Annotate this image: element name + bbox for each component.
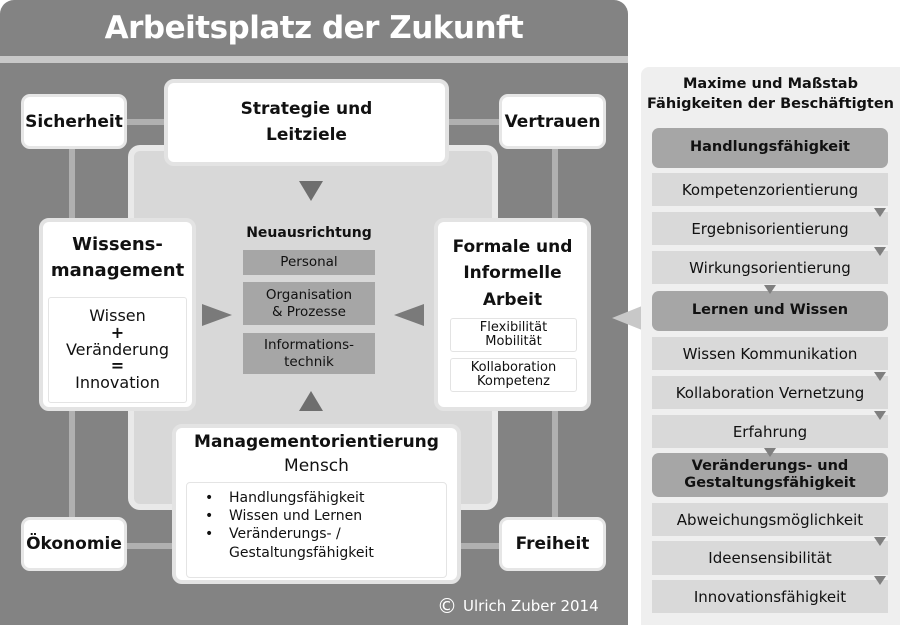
value-vertrauen: Vertrauen	[499, 94, 606, 149]
center-heading: Neuausrichtung	[246, 225, 372, 241]
formal-box-line: Mobilität	[485, 334, 542, 349]
strategy-box: Strategie und Leitziele	[164, 79, 449, 166]
formula-plus: +	[110, 322, 125, 342]
down-arrow-icon	[764, 448, 776, 457]
formula-innovation: Innovation	[75, 373, 160, 393]
list-item: Wirkungsorientierung	[652, 251, 888, 284]
right-panel-title: Maxime und Maßstab Fähigkeiten der Besch…	[641, 74, 900, 115]
management-heading: Managementorientierung	[194, 432, 439, 452]
down-arrow-icon	[764, 285, 776, 294]
wissen-formula: Wissen + Veränderung = Innovation	[48, 297, 187, 403]
strategy-line1: Strategie und	[240, 99, 373, 119]
wissen-heading-2: management	[50, 260, 185, 282]
formal-box-flexibilitaet: Flexibilität Mobilität	[450, 318, 577, 352]
wissensmanagement-box: Wissens- management Wissen + Veränderung…	[39, 218, 196, 411]
value-oekonomie: Ökonomie	[21, 517, 127, 571]
formal-box-kollaboration: Kollaboration Kompetenz	[450, 358, 577, 392]
list-item: Wissen Kommunikation	[652, 337, 888, 370]
strategy-line2: Leitziele	[266, 124, 347, 145]
page-title: Arbeitsplatz der Zukunft	[104, 10, 524, 46]
formal-heading-3: Arbeit	[482, 289, 543, 310]
right-title-line2: Fähigkeiten der Beschäftigten	[646, 96, 895, 113]
management-list: Handlungsfähigkeit Wissen und Lernen Ver…	[186, 482, 447, 578]
formale-arbeit-box: Formale und Informelle Arbeit Flexibilit…	[434, 218, 591, 411]
arrow-left-icon	[394, 304, 424, 326]
value-sicherheit: Sicherheit	[21, 94, 127, 149]
copyright-text: Ulrich Zuber 2014	[463, 597, 599, 615]
list-item: Kompetenzorientierung	[652, 173, 888, 206]
arrow-down-icon	[299, 181, 323, 201]
bullet-item: Veränderungs- /	[187, 525, 446, 543]
down-arrow-icon	[874, 208, 886, 217]
group-header-handlung: Handlungsfähigkeit	[652, 128, 888, 168]
bullet-item: Handlungsfähigkeit	[187, 489, 446, 507]
list-item: Ergebnisorientierung	[652, 212, 888, 245]
formal-box-line: Flexibilität	[479, 320, 548, 336]
management-box: Managementorientierung Mensch Handlungsf…	[172, 424, 461, 584]
center-item-organisation: Organisation & Prozesse	[243, 282, 375, 325]
divider	[0, 56, 628, 63]
formula-veraenderung: Veränderung	[65, 339, 170, 359]
down-arrow-icon	[874, 247, 886, 256]
formula-wissen: Wissen	[89, 306, 146, 325]
list-item: Kollaboration Vernetzung	[652, 376, 888, 409]
arrow-right-icon	[202, 304, 232, 326]
formal-heading-2: Informelle	[463, 263, 562, 284]
wissen-heading-1: Wissens-	[72, 234, 163, 255]
center-item-informationstechnik: Informations- technik	[243, 333, 375, 374]
center-item-personal: Personal	[243, 250, 375, 275]
down-arrow-icon	[874, 537, 886, 546]
group-header-veraenderung: Veränderungs- und Gestaltungsfähigkeit	[652, 453, 888, 497]
management-sub: Mensch	[284, 455, 349, 476]
value-freiheit: Freiheit	[499, 517, 606, 571]
list-item: Ideensensibilität	[652, 541, 888, 575]
panel-pointer-icon	[612, 306, 642, 330]
list-item: Abweichungsmöglichkeit	[652, 503, 888, 536]
formal-box-line: Kompetenz	[477, 374, 550, 389]
bullet-item: Wissen und Lernen	[187, 507, 446, 525]
copyright-icon: ©	[437, 594, 457, 618]
down-arrow-icon	[874, 372, 886, 381]
list-item: Innovationsfähigkeit	[652, 580, 888, 613]
right-title-line1: Maxime und Maßstab	[683, 76, 858, 92]
bullet-item-continuation: Gestaltungsfähigkeit	[229, 544, 374, 561]
copyright: © Ulrich Zuber 2014	[437, 594, 599, 618]
list-item: Erfahrung	[652, 415, 888, 448]
down-arrow-icon	[874, 576, 886, 585]
formal-heading-1: Formale und	[452, 237, 573, 257]
arrow-up-icon	[299, 391, 323, 411]
group-header-lernen: Lernen und Wissen	[652, 291, 888, 331]
formula-equals: =	[110, 356, 125, 376]
formal-box-line: Kollaboration	[470, 360, 557, 376]
down-arrow-icon	[874, 411, 886, 420]
